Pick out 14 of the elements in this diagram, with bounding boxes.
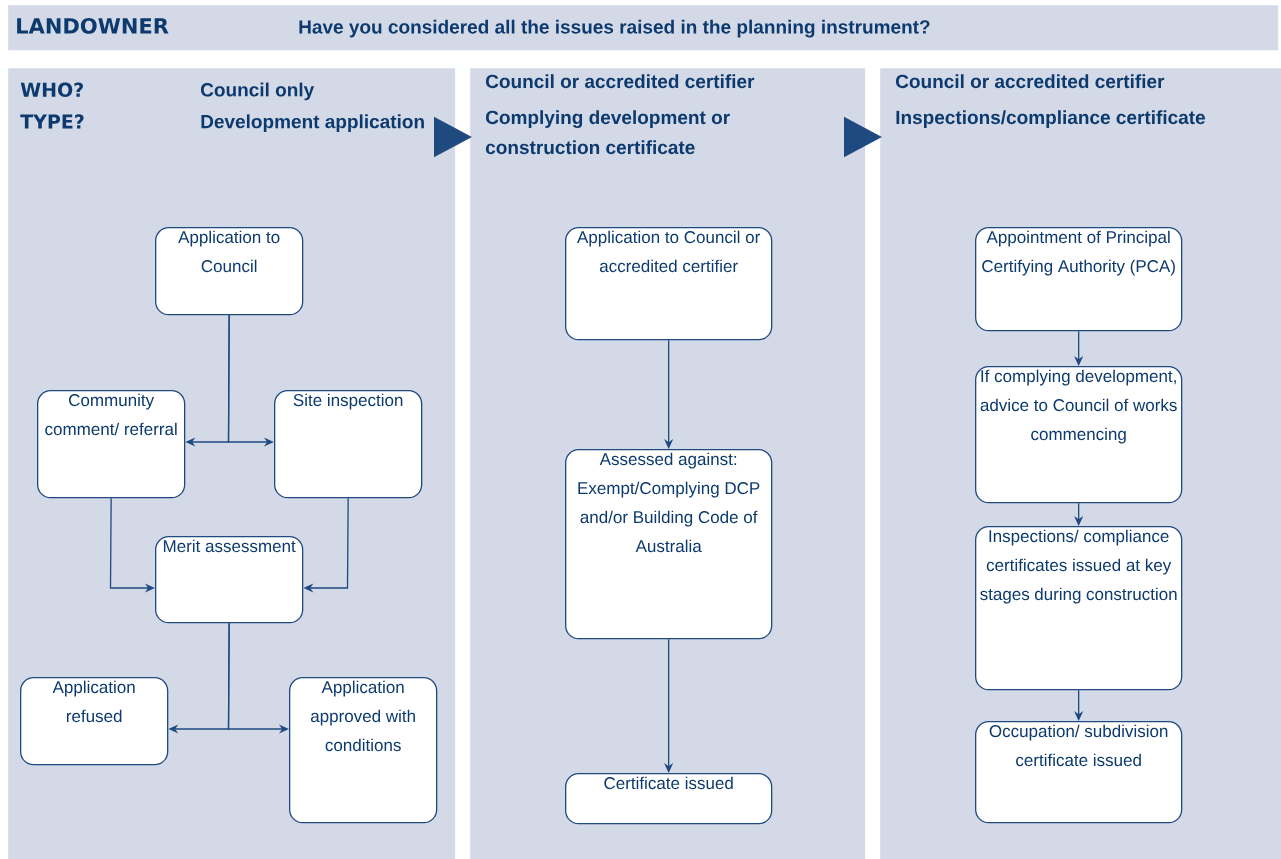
process-box: Inspections/ compliance certificates issued at key stages during construction: [975, 526, 1183, 691]
process-box: Application approved with conditions: [289, 677, 438, 824]
process-box: Community comment/ referral: [37, 390, 186, 499]
process-box: Application to Council or accredited certifier: [565, 227, 773, 341]
process-box: Assessed against: Exempt/Complying DCP and/or Building Code of Australia: [565, 449, 773, 640]
process-box: Application refused: [20, 677, 169, 766]
process-box: Appointment of Principal Certifying Authority (PCA): [975, 227, 1183, 332]
process-box: Application to Council: [155, 227, 304, 316]
process-box: Merit assessment: [155, 536, 304, 624]
title-band: LANDOWNER Have you considered all the issues raised in the planning instrument?: [8, 5, 1279, 51]
process-box: Certificate issued: [565, 773, 773, 825]
process-box: Site inspection: [274, 390, 423, 499]
process-box: If complying development, advice to Council of works commencing: [975, 366, 1183, 504]
process-box: Occupation/ subdivision certificate issued: [975, 721, 1183, 824]
